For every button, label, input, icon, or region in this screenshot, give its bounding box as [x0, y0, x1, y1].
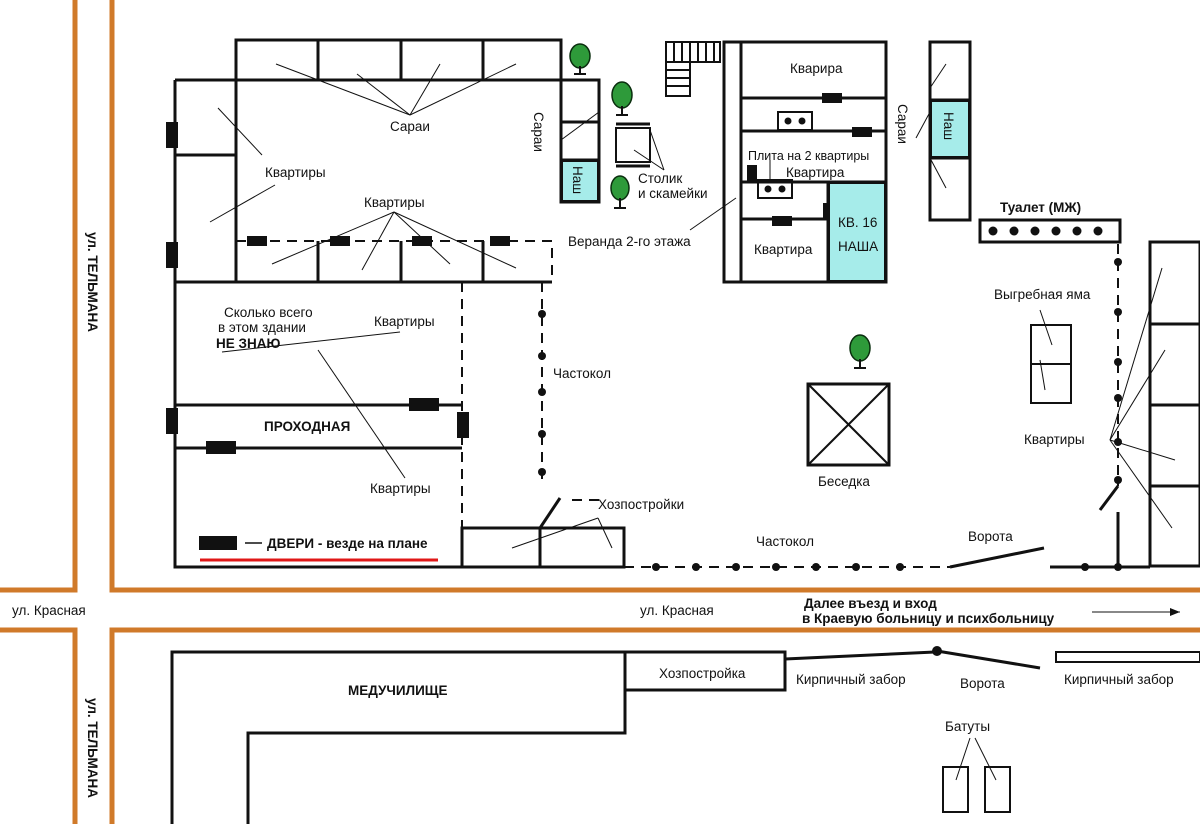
road-telmana-bottom-left-edge	[0, 627, 78, 824]
label-chastokol-bottom: Частокол	[756, 534, 814, 549]
direction-arrow-icon	[1092, 608, 1180, 616]
door	[747, 165, 757, 181]
door	[166, 242, 178, 268]
leaders-left	[209, 63, 517, 479]
table-and-benches	[615, 122, 665, 171]
direction-note-line1: Далее въезд и вход	[804, 596, 937, 611]
label-kv16-1: КВ. 16	[838, 215, 877, 230]
label-kvartiry-nw: Квартиры	[265, 165, 326, 180]
tree-icon	[610, 175, 630, 209]
meduchilishe-building	[170, 650, 627, 824]
legend-dveri: ДВЕРИ - везде на плане	[267, 536, 428, 551]
our-apartment-kv16	[828, 182, 886, 282]
left-building	[173, 38, 563, 569]
fence-right	[1050, 244, 1150, 571]
label-kirp-zabor-2: Кирпичный забор	[1064, 672, 1174, 687]
road-telmana-top-right-edge	[109, 0, 1200, 593]
label-kv16-2: НАША	[838, 239, 878, 254]
brick-fence-and-gate	[784, 646, 1200, 670]
stairs	[665, 41, 721, 97]
label-skolko-3: НЕ ЗНАЮ	[216, 336, 280, 351]
hozpostroyka-south	[623, 650, 787, 692]
label-kvartiry-mid: Квартиры	[364, 195, 425, 210]
label-sarai-left: Сараи	[531, 112, 546, 152]
door	[330, 236, 350, 246]
center-sheds	[559, 78, 601, 204]
street-krasnaya-left: ул. Красная	[12, 603, 86, 618]
street-krasnaya-center: ул. Красная	[640, 603, 714, 618]
cesspool	[1030, 309, 1072, 404]
our-shed-right	[930, 100, 970, 158]
label-skolko-1: Сколько всего	[224, 305, 313, 320]
label-veranda: Веранда 2-го этажа	[568, 234, 691, 249]
label-meduchilishe: МЕДУЧИЛИЩЕ	[348, 683, 448, 698]
label-hozpostroyki: Хозпостройки	[598, 497, 684, 512]
label-skolko-2: в этом здании	[218, 320, 306, 335]
label-kvarira: Кварира	[790, 61, 843, 76]
street-telmana-top: ул. ТЕЛЬМАНА	[85, 232, 100, 332]
label-stolik-1: Столик	[638, 171, 682, 186]
label-batuty: Батуты	[945, 719, 990, 734]
door	[409, 398, 439, 411]
label-sarai-top: Сараи	[390, 119, 430, 134]
our-shed-left	[561, 160, 599, 202]
toilet-block	[978, 218, 1122, 244]
door	[457, 412, 469, 438]
label-tualet: Туалет (МЖ)	[1000, 200, 1081, 215]
label-kvartira-a: Квартира	[786, 165, 845, 180]
legend-door-icon	[199, 536, 237, 550]
label-nash-left: Наш	[570, 166, 585, 194]
gate-top	[949, 546, 1045, 569]
door	[166, 408, 178, 434]
fence-center	[538, 282, 546, 484]
label-kvartiry-right: Квартиры	[1024, 432, 1085, 447]
label-vygrebnaya: Выгребная яма	[994, 287, 1091, 302]
label-stolik-2: и скамейки	[638, 186, 708, 201]
label-chastokol-vert: Частокол	[553, 366, 611, 381]
right-apartments	[1109, 240, 1200, 568]
label-nash-right: Наш	[941, 112, 956, 140]
road-telmana-top-left-edge	[0, 0, 78, 593]
apartment-block	[722, 40, 888, 284]
legend: ДВЕРИ - везде на плане	[199, 536, 438, 562]
tree-icon	[611, 81, 633, 116]
gazebo	[806, 382, 891, 467]
trampolines	[942, 737, 1011, 813]
door	[247, 236, 267, 246]
direction-note-line2: в Краевую больницу и психбольницу	[802, 611, 1055, 626]
label-vorota-bottom: Ворота	[960, 676, 1005, 691]
door	[206, 441, 236, 454]
door	[412, 236, 432, 246]
label-kvartira-b: Квартира	[754, 242, 813, 257]
label-prohodnaya: ПРОХОДНАЯ	[264, 419, 350, 434]
door	[772, 216, 792, 226]
veranda-leader	[689, 197, 737, 231]
door	[166, 122, 178, 148]
road-telmana-bottom-right-edge	[109, 627, 1200, 824]
gate-bottom	[936, 649, 1041, 670]
doors	[166, 93, 872, 454]
label-plita: Плита на 2 квартиры	[748, 149, 869, 163]
fence-bottom	[624, 546, 1045, 571]
label-kvartiry-left1: Квартиры	[374, 314, 435, 329]
label-hozpostroyka: Хозпостройка	[659, 666, 746, 681]
door	[490, 236, 510, 246]
stove-icon	[777, 111, 813, 131]
stove-icon	[757, 179, 793, 199]
outbuildings	[460, 497, 626, 569]
label-besedka: Беседка	[818, 474, 870, 489]
street-telmana-bottom: ул. ТЕЛЬМАНА	[85, 698, 100, 798]
tree-icon	[849, 334, 871, 369]
tree-icon	[569, 43, 591, 75]
label-sarai-right: Сараи	[895, 104, 910, 144]
label-vorota-top: Ворота	[968, 529, 1013, 544]
label-kvartiry-left2: Квартиры	[370, 481, 431, 496]
right-sheds	[915, 40, 972, 222]
label-kirp-zabor-1: Кирпичный забор	[796, 672, 906, 687]
